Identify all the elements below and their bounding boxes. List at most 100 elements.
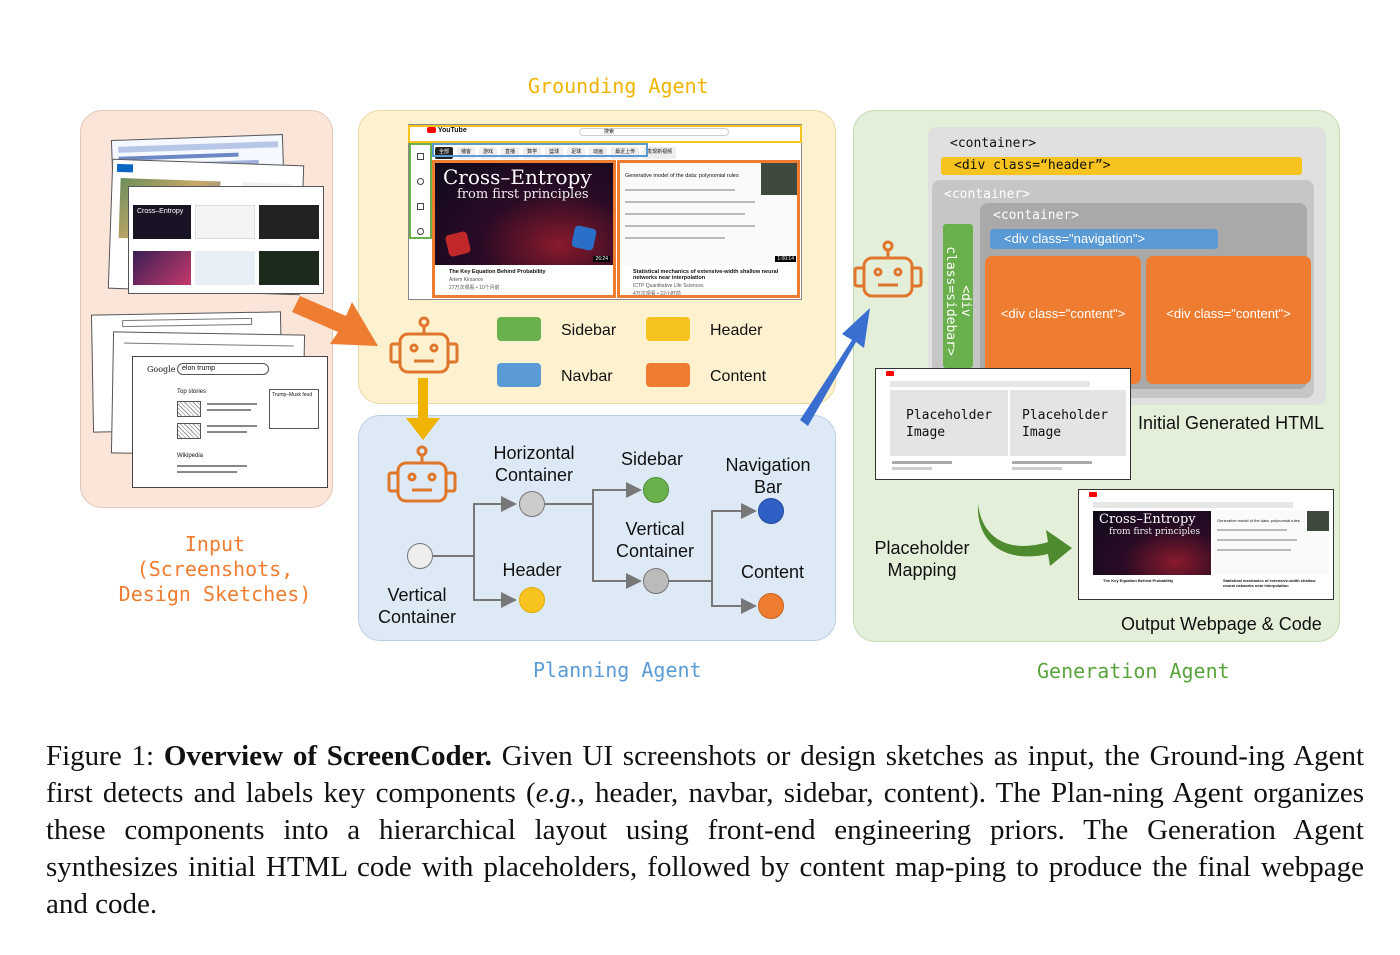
caption-bold: Overview of ScreenCoder.: [163, 740, 492, 772]
video-1-channel: Artem Kirsanov: [449, 277, 484, 283]
youtube-logo-text: YouTube: [437, 127, 467, 134]
video-thumbnail-2[interactable]: Generative model of the data: polynomial…: [619, 163, 799, 265]
video-1-duration: 26:24: [593, 256, 610, 262]
input-screenshot-youtube: Cross–Entropy: [128, 186, 324, 294]
caption-part2: , header, navbar, sidebar, content). The…: [46, 777, 1364, 920]
youtube-search-text: 搜索: [604, 129, 615, 135]
content-div-2-text: <div class="content">: [1166, 306, 1291, 321]
header-div-text: <div class=“header”>: [954, 158, 1111, 173]
navigation-div: <div class="navigation">: [990, 229, 1218, 249]
tree-label-header: Header: [502, 560, 562, 580]
video-2-channel: ICTP Quantitative Life Sciences: [633, 283, 704, 289]
video-1-meta: 27万次观看 • 10个月前: [449, 285, 500, 291]
tree-label-vertical: Vertical Container: [615, 519, 695, 561]
output-video-title: Cross–Entropy: [1099, 512, 1196, 527]
legend-label-sidebar: Sidebar: [561, 322, 617, 339]
output-video-subtitle: from first principles: [1109, 527, 1201, 537]
video-2-title: Generative model of the data: polynomial…: [625, 173, 739, 179]
content-box-1: [432, 160, 616, 298]
legend-swatch-sidebar: [497, 317, 541, 341]
video-2-duration: 1:00:14: [775, 256, 796, 262]
sidebar-div: <div class=sidebar>: [943, 224, 973, 368]
input-thumb-title: Cross–Entropy: [137, 208, 184, 215]
caption-prefix: Figure 1:: [46, 740, 164, 772]
legend-label-navbar: Navbar: [561, 368, 613, 385]
legend-label-header: Header: [710, 322, 763, 339]
input-label: Input (Screenshots, Design Sketches): [115, 532, 315, 607]
video-thumbnail-1[interactable]: Cross–Entropy from first principles 26:2…: [435, 163, 613, 265]
youtube-search-box[interactable]: 搜索: [579, 128, 729, 136]
shorts-icon[interactable]: [416, 178, 424, 185]
tree-label-root: Vertical Container: [377, 585, 457, 627]
content-div-1: <div class="content">: [985, 256, 1141, 384]
you-icon[interactable]: [416, 228, 424, 235]
output-video-caption: The Key Equation Behind Probability: [1103, 578, 1174, 583]
robot-icon-grounding: [389, 316, 459, 374]
initial-html-label: Initial Generated HTML: [1138, 413, 1325, 433]
sketch-panel-title: Trump–Musk feud: [272, 392, 313, 398]
robot-icon-generation: [853, 240, 923, 298]
planning-agent-title: Planning Agent: [533, 658, 702, 682]
youtube-sidebar: [412, 147, 428, 257]
output-video-2-caption: Statistical mechanics of extensive-width…: [1223, 578, 1316, 588]
node-navigation-bar: [758, 498, 784, 524]
content-div-1-text: <div class="content">: [1000, 306, 1126, 321]
container-mid-label: <container>: [944, 187, 1031, 202]
home-icon[interactable]: [416, 153, 424, 160]
sketch-search-box: elon trump: [177, 363, 269, 375]
container-inner-label: <container>: [993, 208, 1080, 223]
sketch-panel: Trump–Musk feud: [269, 389, 319, 429]
output-video-2-title: Generative model of the data: polynomial…: [1217, 518, 1300, 523]
sketch-search-text: elon trump: [182, 365, 216, 372]
header-div: <div class=“header”>: [941, 157, 1302, 175]
video-1-title-big: Cross–Entropy: [443, 165, 592, 189]
navigation-div-text: <div class="navigation">: [1004, 231, 1146, 246]
legend-label-content: Content: [710, 368, 767, 385]
node-header: [519, 587, 545, 613]
node-content: [758, 593, 784, 619]
youtube-chip[interactable]: 发现新视频: [643, 147, 677, 159]
tree-label-navigation: Navigation Bar: [725, 455, 811, 497]
grounding-agent-title: Grounding Agent: [528, 74, 709, 98]
legend-swatch-navbar: [497, 363, 541, 387]
input-label-line2: (Screenshots,: [136, 557, 294, 581]
placeholder-image-1: Placeholder Image: [906, 408, 993, 440]
caption-italic: e.g.: [535, 777, 578, 809]
video-2-meta: 4万次观看 • 22小时前: [633, 291, 681, 297]
node-sidebar: [643, 477, 669, 503]
input-label-line1: Input: [184, 532, 246, 556]
sketch-top-stories: Top stories: [177, 389, 207, 395]
subscriptions-icon[interactable]: [416, 203, 424, 210]
figure-caption: Figure 1: Overview of ScreenCoder. Given…: [46, 738, 1364, 923]
placeholder-mapping-label: Placeholder Mapping: [874, 538, 970, 580]
tree-label-sidebar: Sidebar: [620, 449, 684, 469]
youtube-logo: YouTube: [427, 127, 467, 134]
input-sketch-google: Google elon trump Top stories Trump–Musk…: [132, 356, 328, 488]
sidebar-box: [409, 143, 432, 239]
video-1-caption: The Key Equation Behind Probability: [449, 269, 546, 275]
node-vertical-container: [643, 568, 669, 594]
generation-agent-title: Generation Agent: [1037, 659, 1230, 683]
content-box-2: [617, 160, 800, 298]
video-1-subtitle: from first principles: [457, 187, 589, 202]
navbar-box: [432, 143, 648, 157]
container-outer-label: <container>: [950, 136, 1037, 151]
output-webpage-preview: Cross–Entropy from first principles Gene…: [1078, 489, 1334, 600]
node-vertical-container-root: [407, 543, 433, 569]
tree-label-content: Content: [740, 562, 805, 582]
grounding-screenshot: YouTube 搜索 全部 播客 游戏 直播 数学 篮球 足球 动画 最近上传 …: [408, 124, 802, 300]
placeholder-image-2: Placeholder Image: [1022, 408, 1109, 440]
header-box: [408, 125, 802, 143]
initial-html-preview: Placeholder Image Placeholder Image: [875, 368, 1131, 480]
caption-part1: Given UI screenshots or design sketches …: [46, 740, 1364, 809]
legend-swatch-content: [646, 363, 690, 387]
robot-icon-planning: [387, 445, 457, 503]
video-2-caption: Statistical mechanics of extensive-width…: [633, 269, 779, 281]
sketch-wikipedia: Wikipedia: [177, 453, 204, 459]
input-label-line3: Design Sketches): [118, 582, 312, 606]
mapping-arrow: [977, 504, 1072, 566]
output-label: Output Webpage & Code: [1121, 614, 1322, 634]
legend-swatch-header: [646, 317, 690, 341]
